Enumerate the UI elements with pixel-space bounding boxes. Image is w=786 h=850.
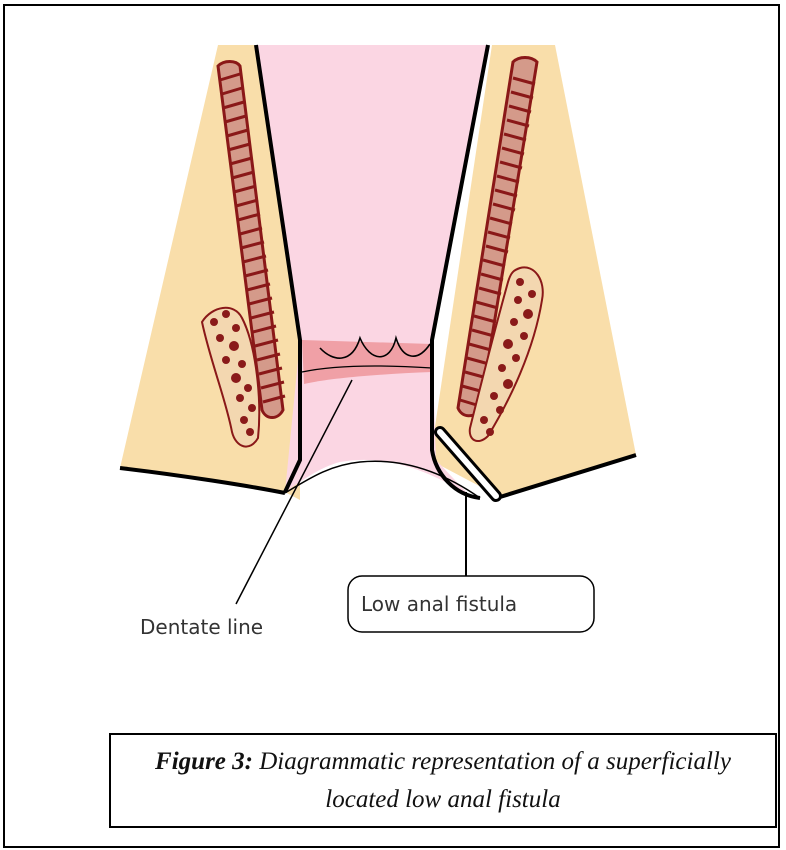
caption-text: Diagrammatic representation of a superfi… [259, 748, 731, 813]
fistula-label: Low anal fistula [361, 592, 517, 616]
dentate-line-label: Dentate line [140, 615, 263, 639]
figure-number: Figure 3: [155, 748, 253, 775]
figure-caption: Figure 3: Diagrammatic representation of… [109, 733, 777, 828]
